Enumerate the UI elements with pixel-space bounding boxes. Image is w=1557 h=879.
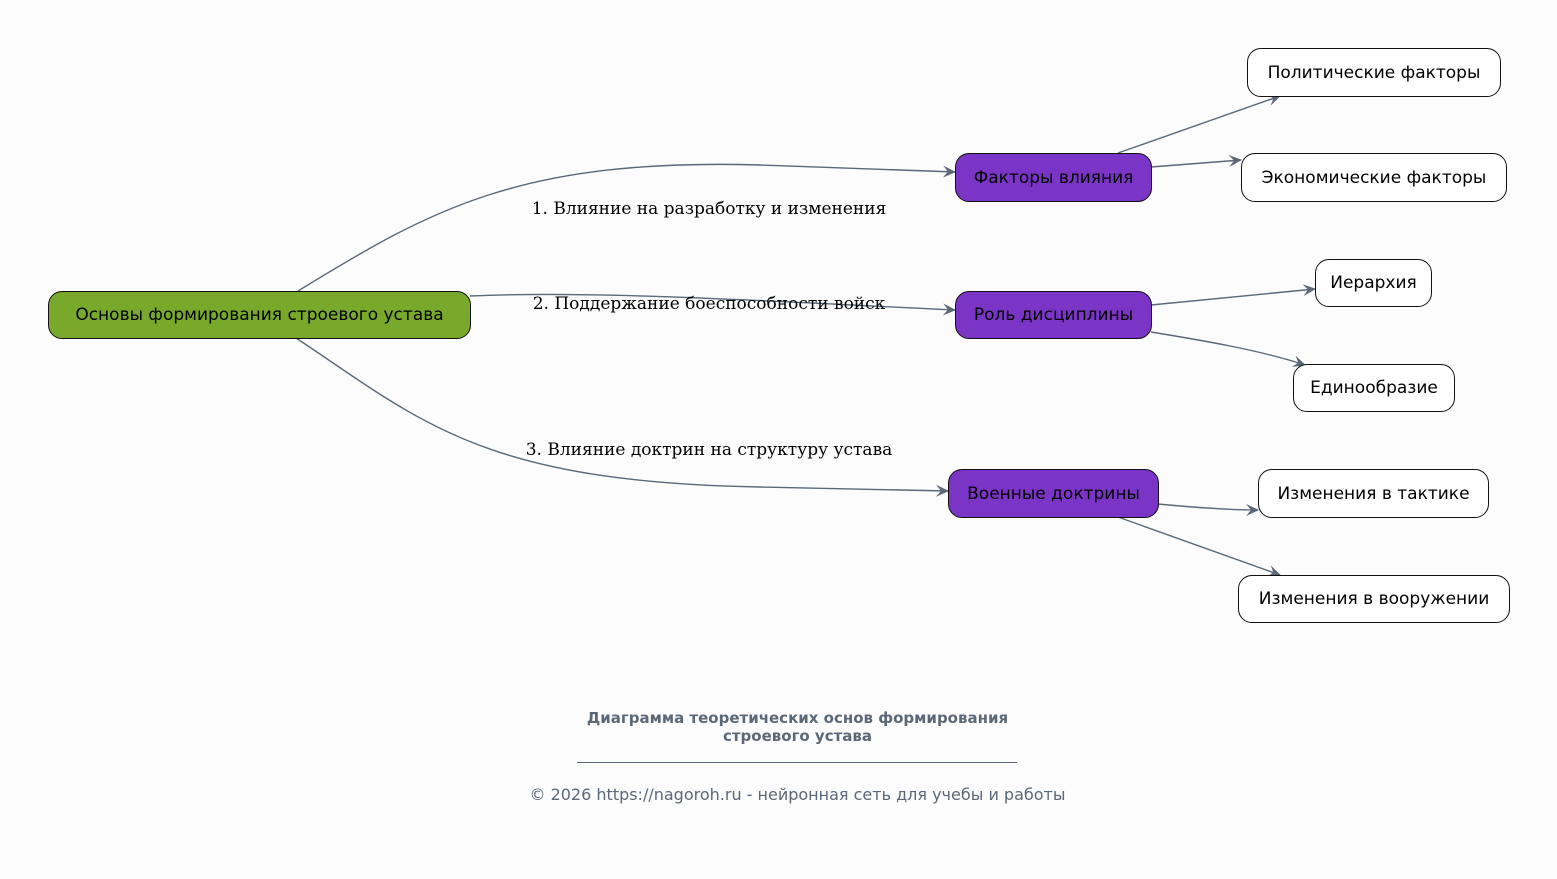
diagram-title: Диаграмма теоретических основ формирован… bbox=[0, 709, 1557, 745]
leaf-node-uniformity[interactable]: Единообразие bbox=[1293, 364, 1455, 412]
branch-node-factors[interactable]: Факторы влияния bbox=[955, 153, 1152, 202]
leaf-node-political[interactable]: Политические факторы bbox=[1247, 48, 1501, 97]
diagram-title-line2: строевого устава bbox=[722, 727, 873, 745]
edge-root-discipline bbox=[469, 293, 956, 316]
copyright-text: © 2026 https://nagoroh.ru - нейронная се… bbox=[529, 785, 1066, 804]
leaf-node-tactics[interactable]: Изменения в тактике bbox=[1258, 469, 1489, 518]
diagram-title-line1: Диаграмма теоретических основ формирован… bbox=[586, 709, 1009, 727]
leaf-node-hierarchy[interactable]: Иерархия bbox=[1315, 259, 1432, 307]
root-node[interactable]: Основы формирования строевого устава bbox=[48, 291, 471, 339]
edge-doctrines-weapons bbox=[1117, 516, 1281, 577]
divider bbox=[577, 762, 1017, 763]
edge-factors-political bbox=[1117, 94, 1281, 154]
leaf-node-economic[interactable]: Экономические факторы bbox=[1241, 153, 1507, 202]
leaf-node-weapons[interactable]: Изменения в вооружении bbox=[1238, 575, 1510, 623]
edge-label-3: 3. Влияние доктрин на структуру устава bbox=[525, 440, 893, 460]
edge-factors-economic bbox=[1150, 154, 1242, 168]
edge-discipline-uniformity bbox=[1150, 331, 1306, 367]
edge-label-2: 2. Поддержание боеспособности войск bbox=[532, 294, 886, 314]
branch-node-doctrines[interactable]: Военные доктрины bbox=[948, 469, 1159, 518]
edge-root-factors bbox=[297, 163, 956, 292]
edge-doctrines-tactics bbox=[1157, 503, 1259, 516]
edge-discipline-hierarchy bbox=[1150, 284, 1316, 306]
edge-label-1: 1. Влияние на разработку и изменения bbox=[531, 199, 887, 219]
branch-node-discipline[interactable]: Роль дисциплины bbox=[955, 291, 1152, 339]
edge-root-doctrines bbox=[295, 337, 949, 497]
